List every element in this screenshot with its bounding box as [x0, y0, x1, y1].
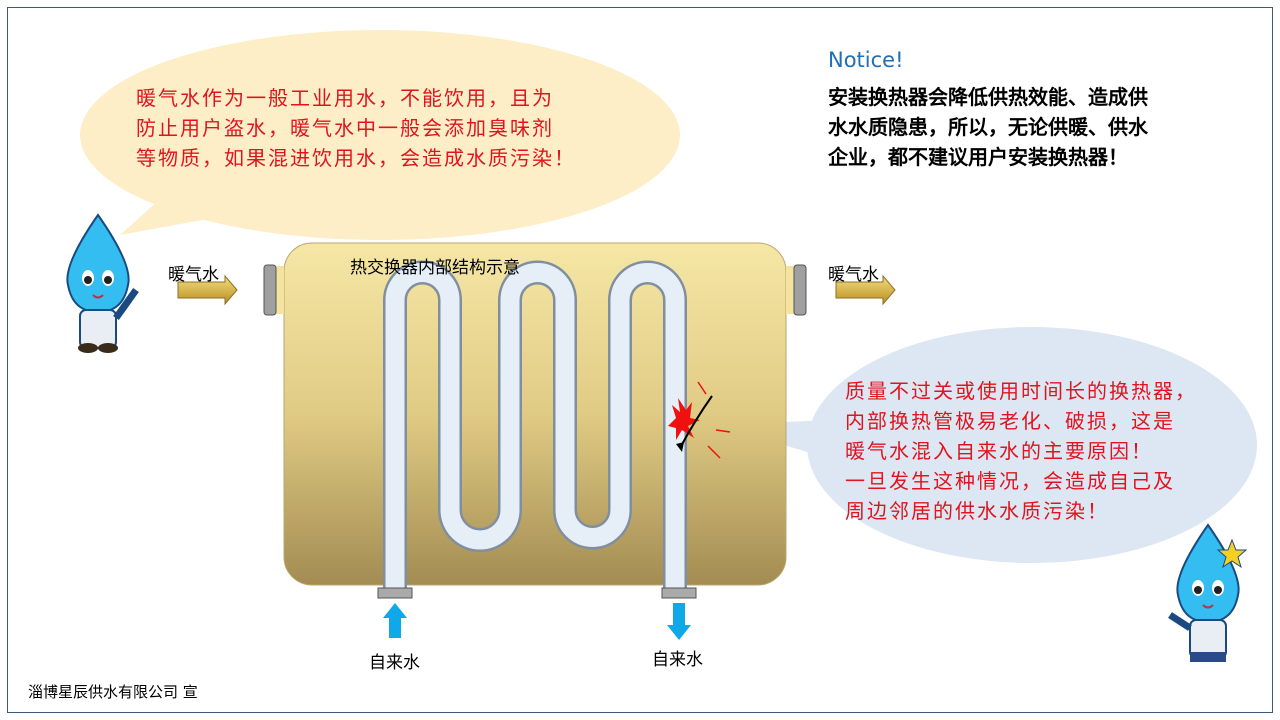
notice-line: 水水质隐患，所以，无论供暖、供水 — [828, 115, 1148, 139]
heat-exchanger-tank — [283, 242, 787, 586]
notice-body: 安装换热器会降低供热效能、造成供 水水质隐患，所以，无论供暖、供水 企业，都不建… — [828, 82, 1148, 172]
notice-line: 安装换热器会降低供热效能、造成供 — [828, 85, 1148, 109]
bubble-line: 内部换热管极易老化、破损，这是 — [845, 409, 1175, 433]
slide-border — [7, 7, 1273, 713]
left-bubble-text: 暖气水作为一般工业用水，不能饮用，且为 防止用户盗水，暖气水中一般会添加臭味剂 … — [136, 83, 576, 173]
bubble-line: 一旦发生这种情况，会造成自己及 — [845, 469, 1175, 493]
tap-in-arrow — [383, 603, 407, 638]
notice-line: 企业，都不建议用户安装换热器！ — [828, 145, 1128, 169]
bubble-line: 暖气水混入自来水的主要原因！ — [845, 439, 1153, 463]
tap-out-arrow — [667, 603, 691, 640]
left-speech-bubble — [80, 30, 680, 240]
bubble-line: 暖气水作为一般工业用水，不能饮用，且为 — [136, 86, 554, 110]
mascot-left — [66, 213, 139, 353]
footer-credit: 淄博星辰供水有限公司 宣 — [28, 683, 198, 701]
outlet-label: 暖气水 — [828, 265, 879, 285]
bubble-line: 周边邻居的供水水质污染！ — [845, 499, 1109, 523]
diagram-title: 热交换器内部结构示意 — [350, 258, 520, 278]
outlet-arrow — [835, 274, 896, 306]
inlet-label: 暖气水 — [168, 265, 219, 285]
inlet-arrow — [177, 274, 238, 306]
notice-title: Notice! — [828, 48, 904, 72]
mascot-right — [1168, 523, 1248, 662]
bubble-line: 等物质，如果混进饮用水，会造成水质污染！ — [136, 146, 576, 170]
tap-out-label: 自来水 — [652, 650, 703, 670]
pipe-crack-icon — [668, 381, 731, 459]
bubble-line: 防止用户盗水，暖气水中一般会添加臭味剂 — [136, 116, 554, 140]
tap-in-label: 自来水 — [369, 653, 420, 673]
right-bubble-text: 质量不过关或使用时间长的换热器， 内部换热管极易老化、破损，这是 暖气水混入自来… — [845, 376, 1197, 526]
bubble-line: 质量不过关或使用时间长的换热器， — [845, 379, 1197, 403]
